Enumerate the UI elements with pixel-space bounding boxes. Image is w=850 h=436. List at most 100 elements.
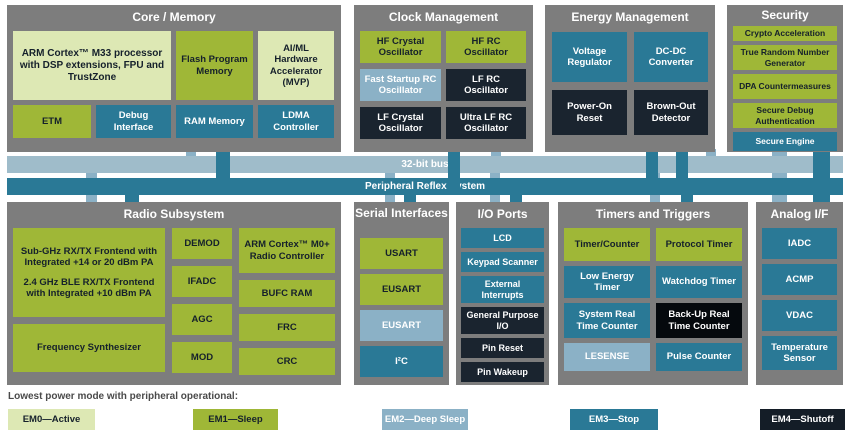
block-iadc: IADC <box>762 228 837 259</box>
block-aiml-hardware-accelerator: AI/ML Hardware Accelerator (MVP) <box>258 31 334 100</box>
block-ldma-controller: LDMA Controller <box>258 105 334 138</box>
block-frc: FRC <box>239 314 335 341</box>
block-pin-reset: Pin Reset <box>461 338 544 358</box>
group-clock-management: Clock Management HF Crystal Oscillator H… <box>354 5 533 152</box>
block-lf-crystal-oscillator: LF Crystal Oscillator <box>360 107 441 139</box>
block-power-on-reset: Power-On Reset <box>552 90 627 135</box>
block-lesense: LESENSE <box>564 343 650 371</box>
block-lf-rc-oscillator: LF RC Oscillator <box>446 69 526 101</box>
block-external-interrupts: External Interrupts <box>461 276 544 303</box>
legend-swatch-em0-active: EM0—Active <box>8 409 95 430</box>
block-eusart-em2: EUSART <box>360 310 443 341</box>
block-debug-interface: Debug Interface <box>96 105 171 138</box>
bus-peripheral-reflex-system: Peripheral Reflex System <box>7 178 843 195</box>
radio-grid: Sub-GHz RX/TX Frontend with Integrated +… <box>13 228 335 375</box>
group-energy-management: Energy Management Voltage Regulator DC-D… <box>545 5 715 152</box>
group-io-ports: I/O Ports LCD Keypad Scanner External In… <box>456 202 549 385</box>
block-flash-program-memory: Flash Program Memory <box>176 31 253 100</box>
security-stack: Crypto Acceleration True Random Number G… <box>733 26 837 151</box>
block-etm: ETM <box>13 105 91 138</box>
block-timer-counter: Timer/Counter <box>564 228 650 261</box>
block-ultra-lf-rc-oscillator: Ultra LF RC Oscillator <box>446 107 526 139</box>
connector-energy-light <box>706 149 716 157</box>
block-hf-crystal-oscillator: HF Crystal Oscillator <box>360 31 441 63</box>
connector-security-analog-teal <box>813 149 830 205</box>
block-true-random-number-generator: True Random Number Generator <box>733 45 837 70</box>
group-title-analog-if: Analog I/F <box>770 207 829 221</box>
group-title-radio-subsystem: Radio Subsystem <box>123 207 225 221</box>
block-eusart-em1: EUSART <box>360 274 443 305</box>
group-title-clock-management: Clock Management <box>388 10 499 24</box>
block-ble-frontend: 2.4 GHz BLE RX/TX Frontend with Integrat… <box>23 276 155 299</box>
block-frequency-synthesizer: Frequency Synthesizer <box>13 324 165 372</box>
timers-grid: Timer/Counter Protocol Timer Low Energy … <box>564 228 742 371</box>
bus-32bit-label: 32-bit bus <box>401 159 449 170</box>
connector-energy-teal-2 <box>676 149 688 195</box>
group-radio-subsystem: Radio Subsystem Sub-GHz RX/TX Frontend w… <box>7 202 341 385</box>
legend-swatch-em3-stop: EM3—Stop <box>570 409 658 430</box>
block-hf-rc-oscillator: HF RC Oscillator <box>446 31 526 63</box>
block-voltage-regulator: Voltage Regulator <box>552 32 627 82</box>
group-security: Security Crypto Acceleration True Random… <box>727 5 843 152</box>
block-secure-debug-authentication: Secure Debug Authentication <box>733 103 837 128</box>
block-arm-cortex-m33: ARM Cortex™ M33 processor with DSP exten… <box>13 31 171 100</box>
group-title-serial-interfaces: Serial Interfaces <box>355 206 448 220</box>
serial-stack: USART EUSART EUSART I²C <box>360 238 443 377</box>
block-i2c: I²C <box>360 346 443 377</box>
block-backup-real-time-counter: Back-Up Real Time Counter <box>656 303 742 338</box>
block-brown-out-detector: Brown-Out Detector <box>634 90 708 135</box>
block-vdac: VDAC <box>762 300 837 331</box>
legend-swatch-em1-sleep: EM1—Sleep <box>193 409 278 430</box>
block-bufc-ram: BUFC RAM <box>239 280 335 307</box>
block-watchdog-timer: Watchdog Timer <box>656 266 742 298</box>
bus-32bit: 32-bit bus <box>7 156 843 173</box>
block-crypto-acceleration: Crypto Acceleration <box>733 26 837 41</box>
block-radio-frontend: Sub-GHz RX/TX Frontend with Integrated +… <box>13 228 165 317</box>
clock-grid: HF Crystal Oscillator HF RC Oscillator F… <box>360 31 527 139</box>
block-general-purpose-io: General Purpose I/O <box>461 307 544 334</box>
block-secure-engine: Secure Engine <box>733 132 837 151</box>
group-analog-if: Analog I/F IADC ACMP VDAC Temperature Se… <box>756 202 843 385</box>
block-keypad-scanner: Keypad Scanner <box>461 252 544 272</box>
block-system-real-time-counter: System Real Time Counter <box>564 303 650 338</box>
block-ifadc: IFADC <box>172 266 232 297</box>
connector-core-light <box>186 149 196 157</box>
energy-grid: Voltage Regulator DC-DC Converter Power-… <box>552 32 708 135</box>
core-memory-grid: ARM Cortex™ M33 processor with DSP exten… <box>13 31 335 138</box>
io-stack: LCD Keypad Scanner External Interrupts G… <box>461 228 544 382</box>
group-timers-triggers: Timers and Triggers Timer/Counter Protoc… <box>558 202 748 385</box>
block-crc: CRC <box>239 348 335 375</box>
block-demod: DEMOD <box>172 228 232 259</box>
block-arm-cortex-m0-radio-controller: ARM Cortex™ M0+ Radio Controller <box>239 228 335 273</box>
block-pin-wakeup: Pin Wakeup <box>461 362 544 382</box>
block-acmp: ACMP <box>762 264 837 295</box>
radio-col-controller: ARM Cortex™ M0+ Radio Controller BUFC RA… <box>239 228 335 375</box>
analog-stack: IADC ACMP VDAC Temperature Sensor <box>762 228 837 370</box>
group-title-security: Security <box>761 8 809 22</box>
group-title-energy-management: Energy Management <box>571 10 689 24</box>
block-dcdc-converter: DC-DC Converter <box>634 32 708 82</box>
block-subghz-frontend: Sub-GHz RX/TX Frontend with Integrated +… <box>20 245 158 269</box>
bus-prs-label: Peripheral Reflex System <box>364 181 486 192</box>
group-core-memory: Core / Memory ARM Cortex™ M33 processor … <box>7 5 341 152</box>
block-dpa-countermeasures: DPA Countermeasures <box>733 74 837 99</box>
connector-clock-light <box>491 149 501 157</box>
block-low-energy-timer: Low Energy Timer <box>564 266 650 298</box>
connector-clock-teal <box>448 149 460 195</box>
block-temperature-sensor: Temperature Sensor <box>762 336 837 370</box>
block-lcd: LCD <box>461 228 544 248</box>
connector-core-teal <box>216 149 230 195</box>
block-ram-memory: RAM Memory <box>176 105 253 138</box>
radio-col-dsp: DEMOD IFADC AGC MOD <box>172 228 232 375</box>
legend-swatch-em4-shutoff: EM4—Shutoff <box>760 409 845 430</box>
group-serial-interfaces: Serial Interfaces USART EUSART EUSART I²… <box>354 202 449 385</box>
block-agc: AGC <box>172 304 232 335</box>
group-title-timers-triggers: Timers and Triggers <box>595 207 711 221</box>
radio-col-frontend: Sub-GHz RX/TX Frontend with Integrated +… <box>13 228 165 375</box>
group-title-core-memory: Core / Memory <box>132 10 216 24</box>
group-title-io-ports: I/O Ports <box>477 207 528 221</box>
connector-energy-teal-1 <box>646 149 658 195</box>
block-fast-startup-rc-oscillator: Fast Startup RC Oscillator <box>360 69 441 101</box>
block-pulse-counter: Pulse Counter <box>656 343 742 371</box>
